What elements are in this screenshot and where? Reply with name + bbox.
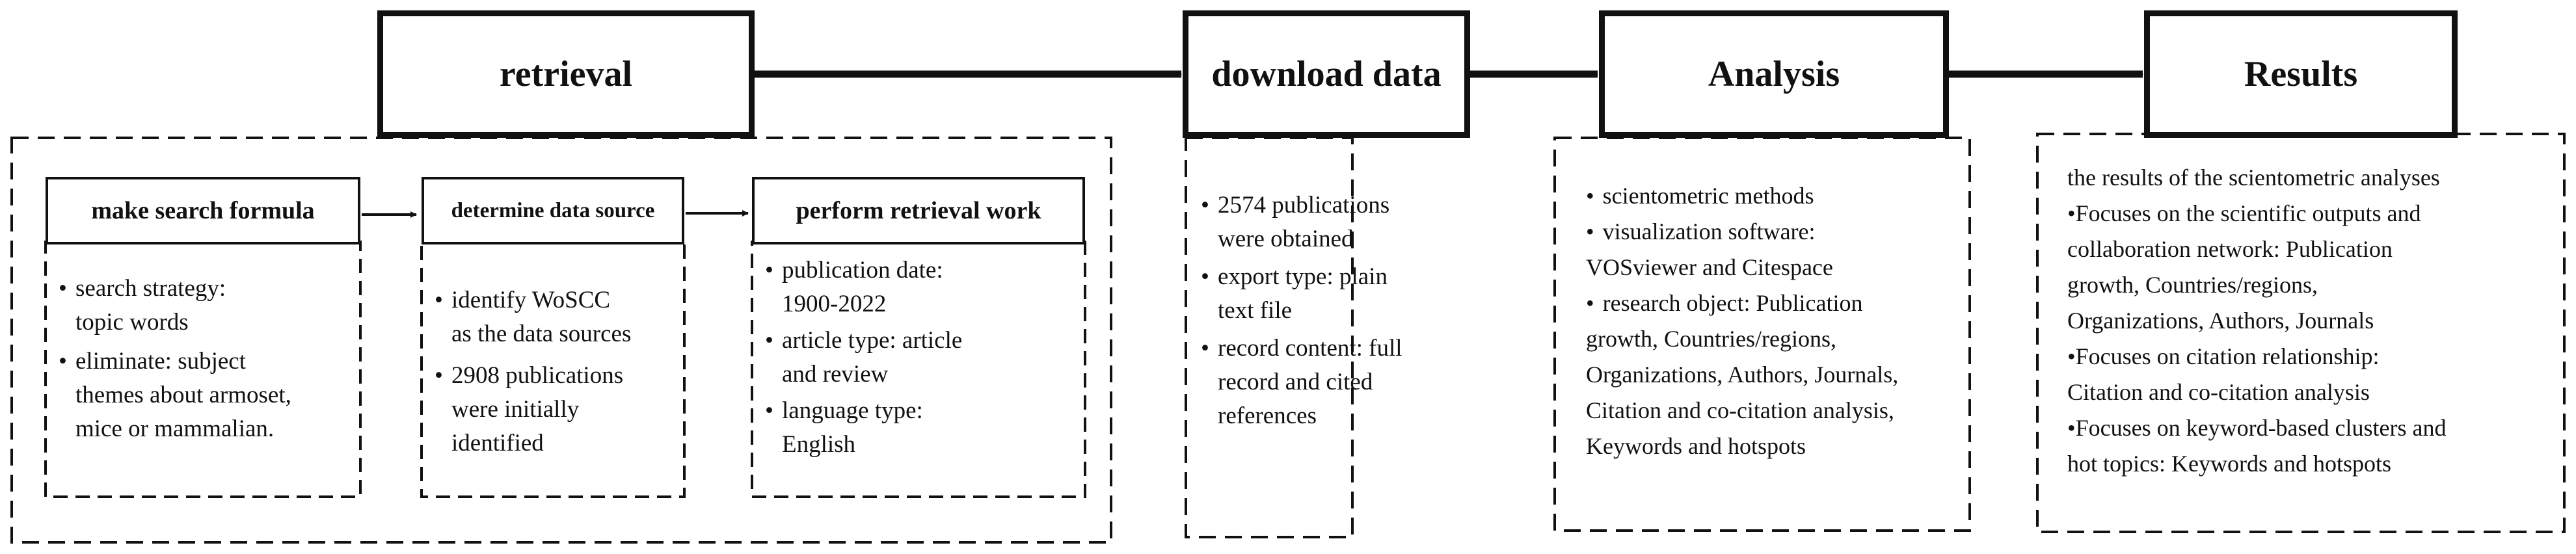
download-details: 2574 publications were obtained export t… — [1201, 189, 1402, 433]
results-line: •Focuses on keyword-based clusters and — [2067, 415, 2447, 441]
results-line: collaboration network: Publication — [2067, 236, 2393, 262]
analysis-box: Analysis — [1599, 10, 1949, 138]
make-search-formula-label: make search formula — [91, 197, 315, 224]
source-details-frame — [420, 241, 686, 498]
search-bullet: eliminate: subject themes about armoset,… — [59, 345, 351, 446]
search-details: search strategy: topic words eliminate: … — [59, 272, 351, 446]
download-data-box: download data — [1183, 10, 1470, 138]
source-bullet: 2908 publications were initially identif… — [435, 359, 682, 460]
analysis-details: scientometric methods visualization soft… — [1586, 178, 1963, 464]
analysis-details-frame — [1553, 137, 1971, 532]
results-box: Results — [2144, 10, 2458, 138]
results-line: hot topics: Keywords and hotspots — [2067, 451, 2391, 477]
determine-data-source-box: determine data source — [422, 177, 684, 244]
determine-data-source-label: determine data source — [451, 198, 655, 222]
perform-bullet: article type: article and review — [765, 324, 1077, 391]
results-line: •Focuses on citation relationship: — [2067, 343, 2380, 369]
analysis-bullet: scientometric methods — [1586, 178, 1963, 214]
results-label: Results — [2244, 54, 2358, 94]
download-data-label: download data — [1211, 54, 1442, 94]
results-line: •Focuses on the scientific outputs and — [2067, 200, 2421, 226]
download-bullet: 2574 publications were obtained — [1201, 189, 1389, 256]
analysis-label: Analysis — [1708, 54, 1840, 94]
perform-retrieval-work-label: perform retrieval work — [796, 197, 1041, 224]
source-bullet: identify WoSCC as the data sources — [435, 284, 682, 351]
analysis-bullet: research object: Publication — [1586, 285, 1963, 321]
results-line: growth, Countries/regions, — [2067, 272, 2318, 298]
analysis-bullet: visualization software: — [1586, 214, 1963, 250]
results-line: the results of the scientometric analyse… — [2067, 165, 2440, 191]
results-line: Citation and co-citation analysis — [2067, 379, 2370, 405]
search-bullet: search strategy: topic words — [59, 272, 351, 339]
perform-details: publication date: 1900-2022 article type… — [765, 254, 1077, 462]
retrieval-label: retrieval — [499, 54, 633, 94]
perform-bullet: publication date: 1900-2022 — [765, 254, 1077, 321]
perform-retrieval-work-box: perform retrieval work — [752, 177, 1085, 244]
retrieval-group-frame — [10, 137, 1112, 544]
results-details: the results of the scientometric analyse… — [2067, 160, 2562, 482]
perform-bullet: language type: English — [765, 394, 1077, 462]
source-details: identify WoSCC as the data sources 2908 … — [435, 284, 682, 460]
download-details-frame — [1185, 137, 1354, 538]
download-bullet: record content: full record and cited re… — [1201, 332, 1402, 433]
results-line: Organizations, Authors, Journals — [2067, 308, 2374, 334]
retrieval-box: retrieval — [377, 10, 755, 138]
make-search-formula-box: make search formula — [46, 177, 360, 244]
download-bullet: export type: plain text file — [1201, 260, 1388, 328]
